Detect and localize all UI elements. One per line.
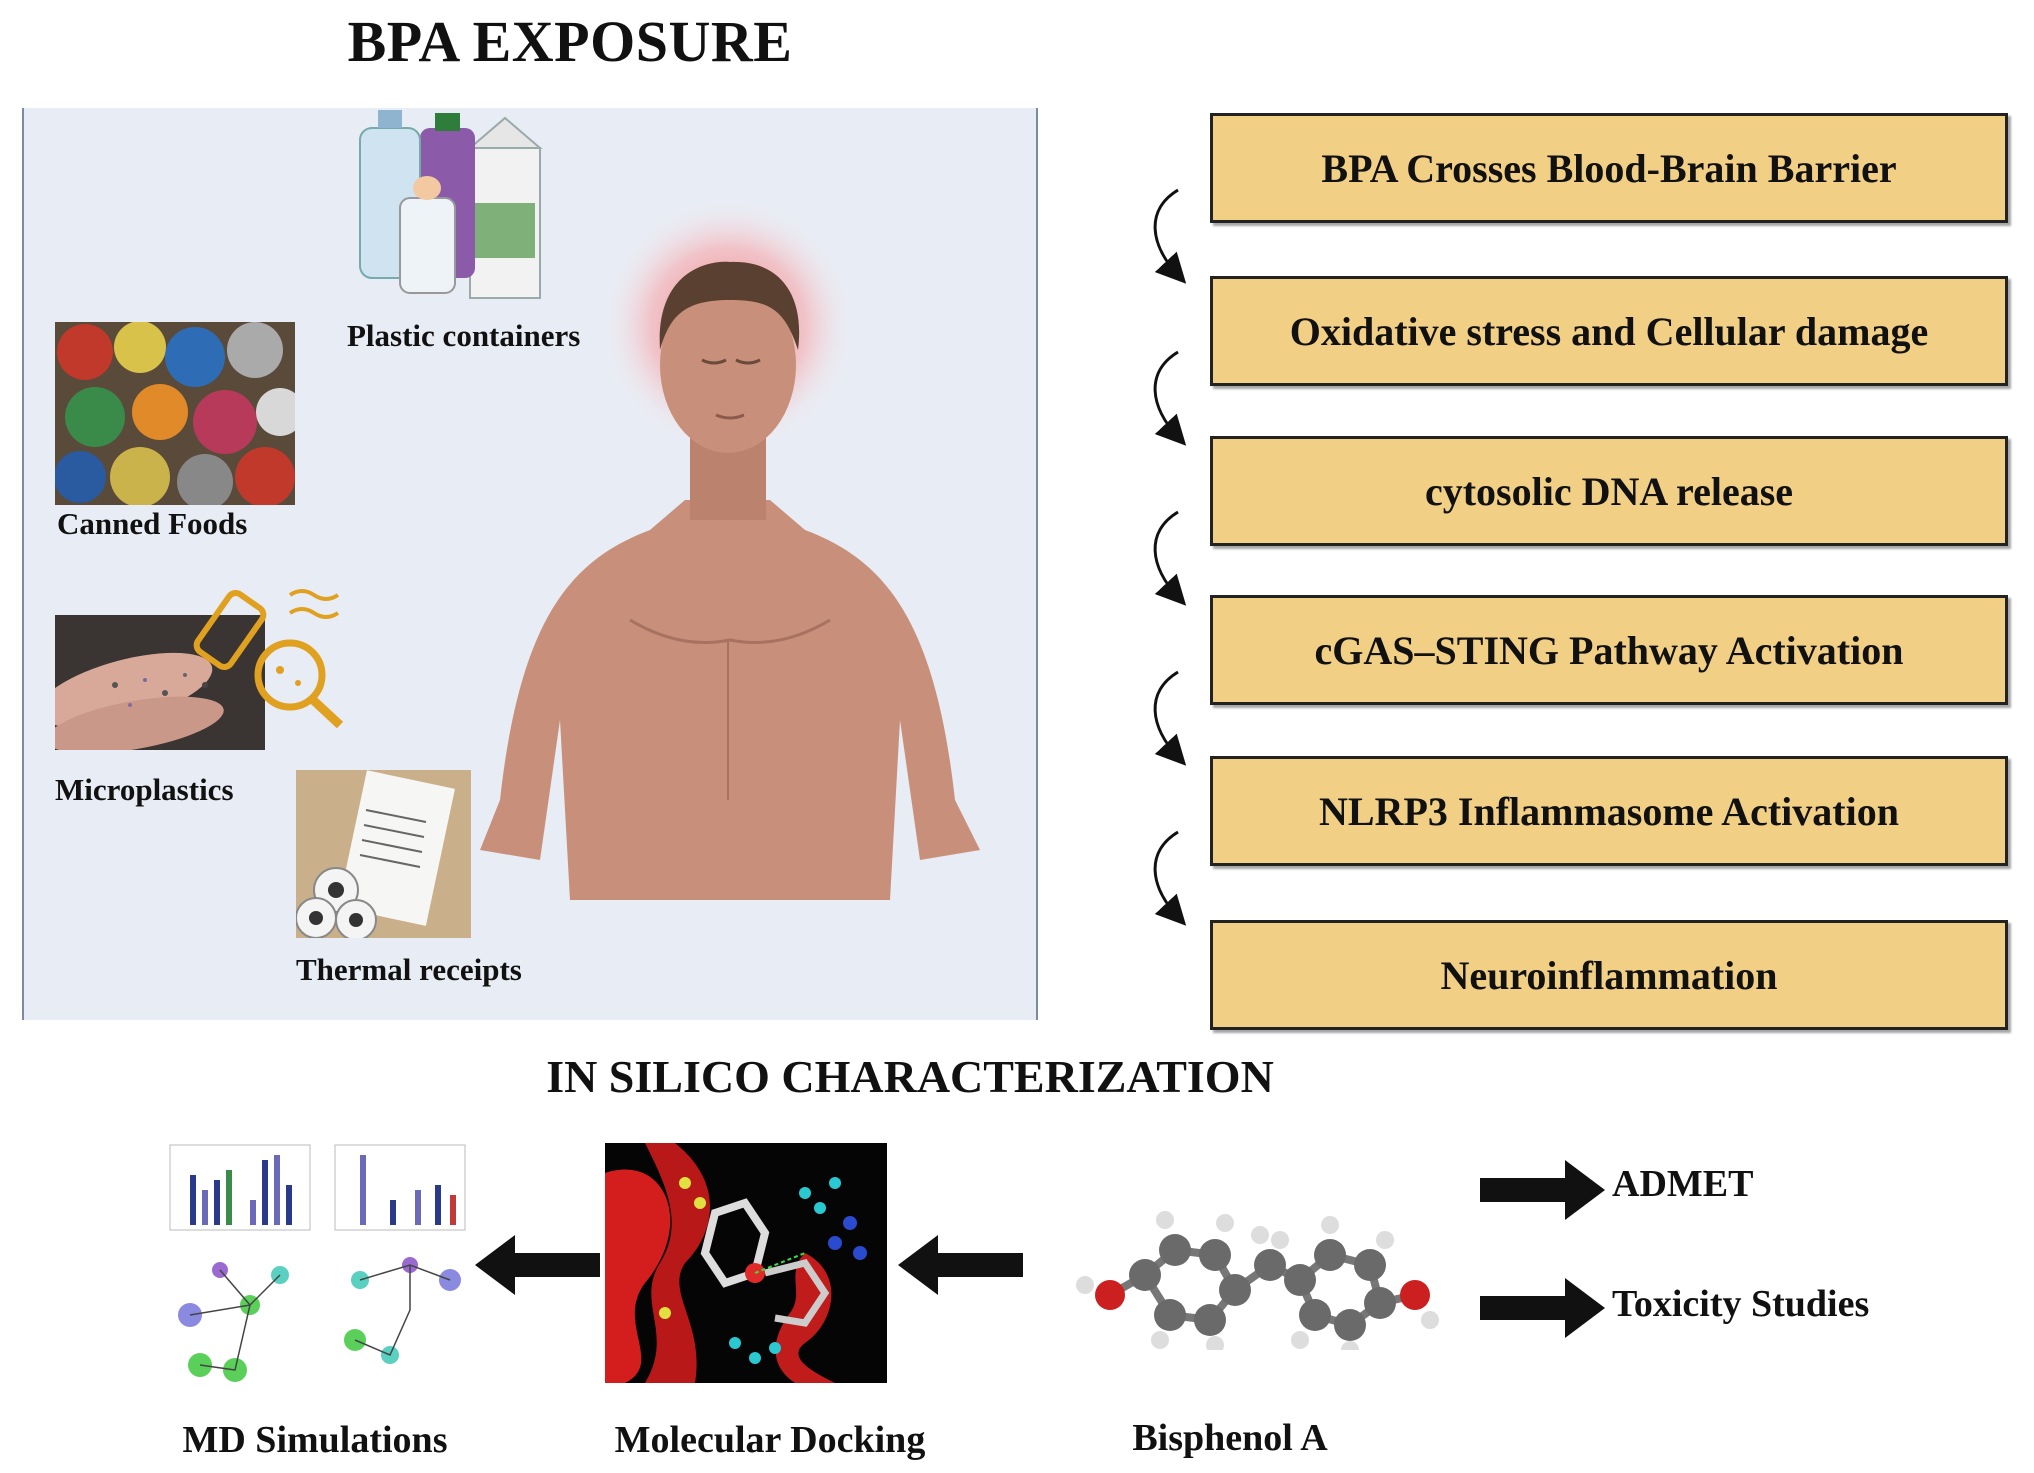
- bpa-exposure-title: BPA EXPOSURE: [347, 9, 793, 74]
- toxicity-studies-label: Toxicity Studies: [1612, 1283, 1870, 1325]
- pathway-step-neuroinflammation: Neuroinflammation: [1210, 920, 2008, 1030]
- canned-foods-label: Canned Foods: [57, 506, 248, 541]
- pathway-step-nlrp3: NLRP3 Inflammasome Activation: [1210, 756, 2008, 866]
- microplastics-image: [55, 615, 265, 750]
- curved-arrow-icon: [1153, 188, 1187, 284]
- pathway-step-oxidative-stress: Oxidative stress and Cellular damage: [1210, 276, 2008, 386]
- bisphenol-a-molecule: [1076, 1211, 1439, 1350]
- plastic-containers-illustration: [359, 110, 543, 299]
- microplastics-magnifier-icon: [193, 589, 344, 729]
- microplastics-label: Microplastics: [55, 772, 234, 807]
- curved-arrow-icon: [1153, 670, 1187, 766]
- pathway-step-cgas-sting: cGAS–STING Pathway Activation: [1210, 595, 2008, 705]
- arrow-right-icon: [1480, 1160, 1605, 1220]
- arrow-right-icon: [1480, 1278, 1605, 1338]
- thermal-receipts-label: Thermal receipts: [296, 952, 522, 987]
- plastic-containers-label: Plastic containers: [347, 318, 581, 353]
- pathway-step-blood-brain-barrier: BPA Crosses Blood-Brain Barrier: [1210, 113, 2008, 223]
- admet-label: ADMET: [1612, 1163, 1754, 1205]
- md-simulations-image: [160, 1140, 470, 1390]
- bisphenol-a-label: Bisphenol A: [1132, 1417, 1328, 1459]
- arrow-left-icon: [475, 1235, 600, 1295]
- curved-arrow-icon: [1153, 830, 1187, 926]
- pathway-arrows: [1153, 188, 1187, 926]
- in-silico-title: IN SILICO CHARACTERIZATION: [546, 1051, 1274, 1102]
- md-simulations-label: MD Simulations: [182, 1419, 448, 1461]
- curved-arrow-icon: [1153, 510, 1187, 606]
- human-figure-illustration: [480, 200, 980, 900]
- canned-foods-image: [55, 322, 295, 505]
- pathway-step-dna-release: cytosolic DNA release: [1210, 436, 2008, 546]
- arrow-left-icon: [898, 1235, 1023, 1295]
- molecular-docking-label: Molecular Docking: [614, 1419, 926, 1461]
- thermal-receipts-image: [296, 770, 471, 938]
- molecular-docking-image: [605, 1143, 887, 1383]
- curved-arrow-icon: [1153, 350, 1187, 446]
